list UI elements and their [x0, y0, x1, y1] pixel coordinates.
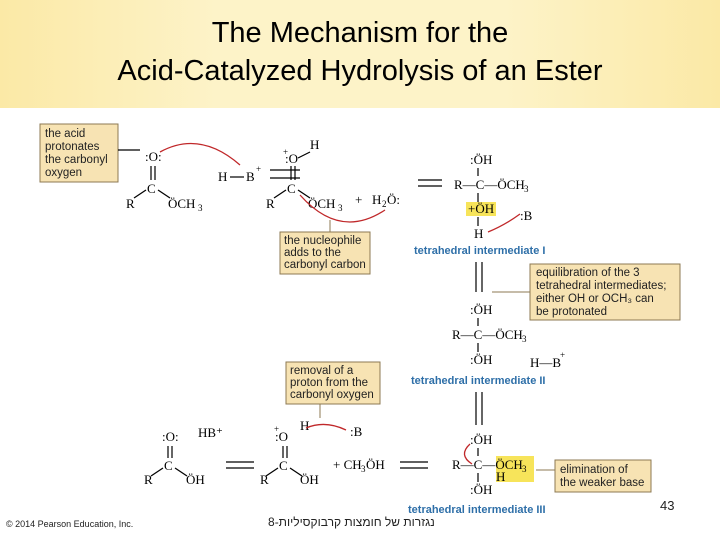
svg-text:ÖH: ÖH [366, 457, 385, 472]
copyright-text: © 2014 Pearson Education, Inc. [6, 519, 134, 529]
svg-text::ÖH: :ÖH [470, 352, 492, 367]
svg-text:H: H [474, 226, 483, 241]
svg-text:ÖCH: ÖCH [308, 196, 335, 211]
svg-text::O:: :O: [145, 149, 162, 164]
svg-text:R: R [266, 196, 275, 211]
note-elimination-line-1: elimination of [560, 464, 629, 476]
label-tetrahedral-intermediate-1: tetrahedral intermediate I [414, 245, 545, 257]
note-removal-line-2: proton from the [290, 377, 368, 389]
svg-text:C: C [164, 458, 173, 473]
title-band [0, 0, 720, 108]
note-protonate-line-2: protonates [45, 141, 100, 153]
note-removal-proton: removal of a proton from the carbonyl ox… [285, 361, 381, 418]
svg-text:+: + [355, 192, 362, 207]
svg-text::B: :B [520, 208, 533, 223]
svg-text::ÖH: :ÖH [470, 432, 492, 447]
svg-text:2: 2 [382, 199, 387, 209]
svg-text:H: H [300, 418, 309, 433]
note-nucleophile: the nucleophile adds to the carbonyl car… [279, 220, 371, 275]
hebrew-footer: נגזרות של חומצות קרבוקסיליות-8 [268, 515, 435, 529]
svg-text:3: 3 [522, 334, 527, 344]
svg-text::O: :O [285, 151, 298, 166]
note-protonate-line-4: oxygen [45, 167, 82, 179]
svg-text:ÖCH: ÖCH [168, 196, 195, 211]
svg-text:H: H [218, 169, 227, 184]
note-nucleophile-line-1: the nucleophile [284, 235, 361, 247]
note-equilibration-line-2: tetrahedral intermediates; [536, 280, 666, 292]
svg-text::ÖH: :ÖH [470, 482, 492, 497]
svg-text:+: + [283, 147, 288, 157]
svg-text:B: B [246, 169, 255, 184]
svg-text:ÖH: ÖH [300, 472, 319, 487]
svg-text:H: H [310, 137, 319, 152]
note-equilibration-line-1: equilibration of the 3 [536, 267, 640, 279]
note-elimination: elimination of the weaker base [536, 459, 652, 493]
svg-text::B: :B [350, 424, 363, 439]
title-line-2: Acid-Catalyzed Hydrolysis of an Ester [117, 55, 603, 87]
svg-text:3: 3 [522, 464, 527, 474]
svg-text:+: + [560, 350, 565, 360]
svg-text:H—B: H—B [530, 355, 561, 370]
svg-text:R—C—ÖCH: R—C—ÖCH [452, 327, 523, 342]
svg-text:C: C [287, 181, 296, 196]
note-equilibration-line-4: be protonated [536, 306, 607, 318]
note-protonate-line-1: the acid [45, 128, 85, 140]
slide-title: The Mechanism for the Acid-Catalyzed Hyd… [0, 14, 720, 90]
note-nucleophile-line-2: adds to the [284, 247, 341, 259]
svg-text:+ÖH: +ÖH [468, 201, 494, 216]
svg-text:R: R [260, 472, 269, 487]
svg-text:R—C—ÖCH: R—C—ÖCH [452, 457, 523, 472]
svg-text:+ CH: + CH [333, 457, 362, 472]
note-equilibration: equilibration of the 3 tetrahedral inter… [492, 263, 681, 321]
note-equilibration-line-3: either OH or OCH₃ can [536, 293, 654, 305]
note-nucleophile-line-3: carbonyl carbon [284, 259, 366, 271]
svg-text:3: 3 [361, 464, 366, 474]
svg-text:H: H [372, 192, 381, 207]
svg-text:C: C [147, 181, 156, 196]
svg-text::O:: :O: [162, 429, 179, 444]
svg-text:R: R [144, 472, 153, 487]
note-protonate-line-3: the carbonyl [45, 154, 108, 166]
svg-text:R: R [126, 196, 135, 211]
note-removal-line-3: carbonyl oxygen [290, 389, 374, 401]
svg-text:R—C—ÖCH: R—C—ÖCH [454, 177, 525, 192]
title-line-1: The Mechanism for the [211, 17, 509, 49]
svg-text:+: + [256, 164, 261, 174]
svg-text:Ö:: Ö: [387, 192, 400, 207]
label-tetrahedral-intermediate-2: tetrahedral intermediate II [411, 375, 546, 387]
svg-text:H: H [496, 469, 505, 484]
svg-text:3: 3 [524, 184, 529, 194]
mechanism-scheme: the acid protonates the carbonyl oxygen … [39, 123, 681, 515]
svg-text:+: + [274, 424, 279, 434]
page-number: 43 [660, 498, 675, 513]
svg-text:HB⁺: HB⁺ [198, 425, 223, 440]
svg-text::O: :O [275, 429, 288, 444]
carboxylic-acid: HB⁺ :O: C R ÖH [144, 425, 223, 487]
svg-text::ÖH: :ÖH [470, 152, 492, 167]
svg-text::ÖH: :ÖH [470, 302, 492, 317]
note-acid-protonates: the acid protonates the carbonyl oxygen [39, 123, 140, 183]
label-tetrahedral-intermediate-3: tetrahedral intermediate III [408, 504, 546, 515]
svg-text:ÖH: ÖH [186, 472, 205, 487]
note-removal-line-1: removal of a [290, 365, 354, 377]
svg-text:C: C [279, 458, 288, 473]
note-elimination-line-2: the weaker base [560, 477, 644, 489]
svg-text:3: 3 [198, 203, 203, 213]
svg-text:3: 3 [338, 203, 343, 213]
